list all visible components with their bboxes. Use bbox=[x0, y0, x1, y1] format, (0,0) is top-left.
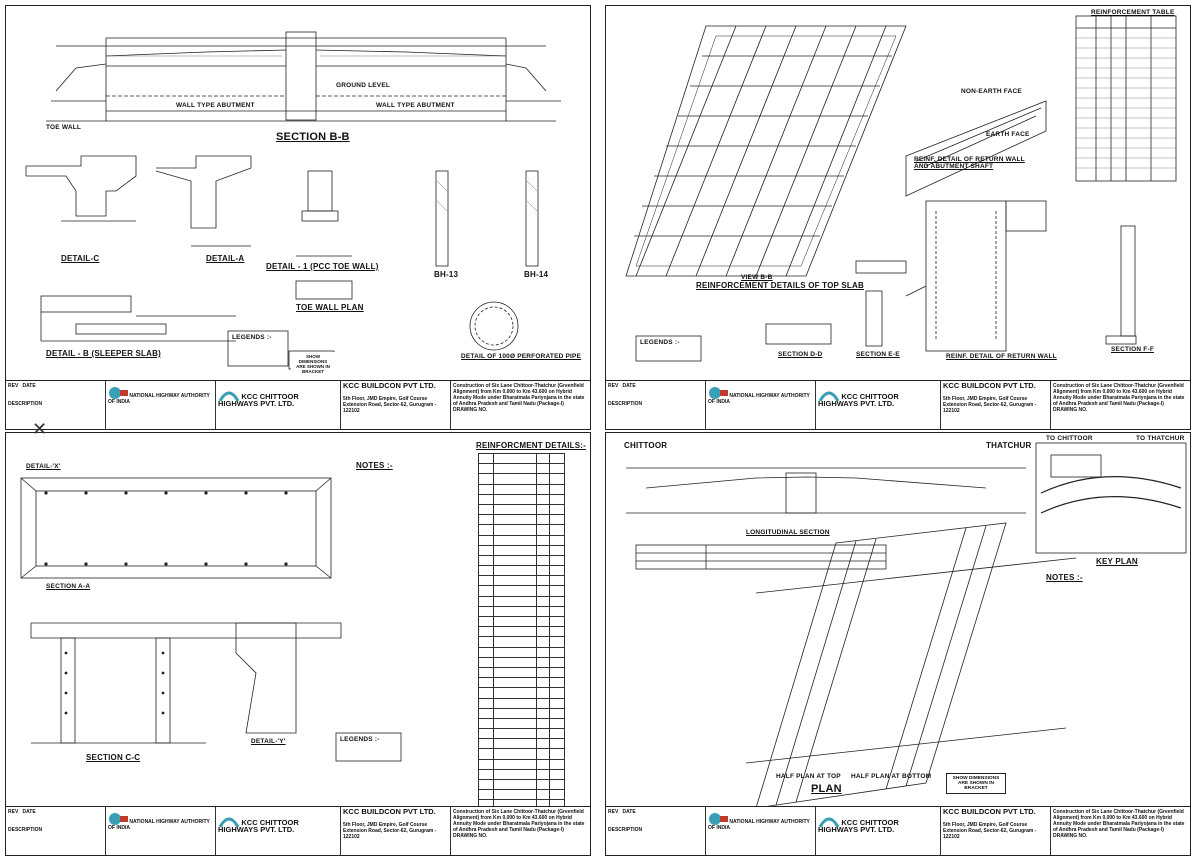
drawing-sheet-bottom-left: DETAIL-'X' SECTION A-A SECTION C-C DETAI… bbox=[5, 432, 591, 856]
wall-type-abutment-label-right: WALL TYPE ABUTMENT bbox=[376, 102, 455, 109]
detail-a-title: DETAIL-A bbox=[206, 254, 245, 263]
authority-cell-tr: NATIONAL HIGHWAY AUTHORITY OF INDIA bbox=[706, 381, 816, 429]
view-bb-title: VIEW B-B bbox=[741, 274, 773, 281]
authority-cell-br: NATIONAL HIGHWAY AUTHORITY OF INDIA bbox=[706, 807, 816, 855]
title-block: REV DATE DESCRIPTION NATIONAL HIGHWAY AU… bbox=[6, 380, 590, 429]
project-cell: Construction of Six Lane Chittoor-Thatch… bbox=[453, 383, 585, 413]
section-dd-title: SECTION D-D bbox=[778, 351, 823, 358]
title-block-br: REV DATE DESCRIPTION NATIONAL HIGHWAY AU… bbox=[606, 806, 1190, 855]
client-cell-tr: KCC CHITTOOR HIGHWAYS PVT. LTD. bbox=[816, 381, 941, 429]
revision-column: REV DATE DESCRIPTION bbox=[6, 381, 106, 429]
notes-title-br: NOTES :- bbox=[1046, 573, 1083, 582]
chittoor-label: CHITTOOR bbox=[624, 441, 668, 450]
kcc-logo-icon bbox=[218, 817, 240, 828]
kcc-logo-icon bbox=[818, 391, 840, 402]
title-block-bl: REV DATE DESCRIPTION NATIONAL HIGHWAY AU… bbox=[6, 806, 590, 855]
detail-b-title: DETAIL - B (SLEEPER SLAB) bbox=[46, 349, 161, 358]
return-wall-shaft-title: REINF. DETAIL OF RETURN WALL AND ABUTMEN… bbox=[914, 156, 1025, 170]
sheet-tl-linework bbox=[25, 31, 561, 370]
toe-wall-label: TOE WALL bbox=[46, 124, 82, 131]
section-aa-title: SECTION A-A bbox=[46, 583, 91, 590]
legends-label-bl: LEGENDS :- bbox=[340, 736, 380, 743]
notes-title-bl: NOTES :- bbox=[356, 461, 393, 470]
non-earth-face-label: NON-EARTH FACE bbox=[961, 88, 1022, 95]
top-slab-title: REINFORCEMENT DETAILS OF TOP SLAB bbox=[696, 281, 864, 290]
dims-note-br: SHOW DIMENSIONS ARE SHOWN IN BRACKET bbox=[946, 773, 1006, 794]
section-ee-title: SECTION E-E bbox=[856, 351, 900, 358]
perforated-pipe-title: DETAIL OF 100Ø PERFORATED PIPE bbox=[461, 353, 582, 360]
close-icon: ✕ bbox=[32, 419, 48, 439]
return-wall-title: REINF. DETAIL OF RETURN WALL bbox=[946, 353, 1057, 360]
drawing-sheet-top-right: REINFORCEMENT DETAILS OF TOP SLAB VIEW B… bbox=[605, 5, 1191, 430]
nhai-logo-icon bbox=[709, 813, 728, 825]
client-cell-br: KCC CHITTOOR HIGHWAYS PVT. LTD. bbox=[816, 807, 941, 855]
revision-column-tr: REV DATE DESCRIPTION bbox=[606, 381, 706, 429]
sheet-tr-linework bbox=[625, 15, 1177, 362]
authority-cell: NATIONAL HIGHWAY AUTHORITY OF INDIA bbox=[106, 381, 216, 429]
authority-cell-bl: NATIONAL HIGHWAY AUTHORITY OF INDIA bbox=[106, 807, 216, 855]
detail-x-title: DETAIL-'X' bbox=[26, 463, 61, 470]
thatchur-label: THATCHUR bbox=[986, 441, 1032, 450]
contractor-cell-br: KCC BUILDCON PVT LTD. 5th Floor, JMD Emp… bbox=[941, 807, 1051, 855]
nhai-logo-icon bbox=[709, 387, 728, 399]
sheet-br-linework bbox=[626, 442, 1187, 809]
detail-1-title: DETAIL - 1 (PCC TOE WALL) bbox=[266, 262, 379, 271]
longitudinal-section-title: LONGITUDINAL SECTION bbox=[746, 529, 830, 536]
key-plan-title: KEY PLAN bbox=[1096, 557, 1138, 566]
kcc-logo-icon bbox=[218, 391, 240, 402]
reinforcement-details-table bbox=[478, 452, 565, 811]
client-cell: KCC CHITTOOR HIGHWAYS PVT. LTD. bbox=[216, 381, 341, 429]
bh13-label: BH-13 bbox=[434, 270, 459, 279]
project-cell-bl: Construction of Six Lane Chittoor-Thatch… bbox=[453, 809, 585, 839]
toe-wall-plan-title: TOE WALL PLAN bbox=[296, 303, 364, 312]
ground-level-label: GROUND LEVEL bbox=[336, 82, 391, 89]
dims-note: SHOW DIMENSIONS ARE SHOWN IN BRACKET bbox=[291, 352, 335, 376]
revision-column-bl: REV DATE DESCRIPTION bbox=[6, 807, 106, 855]
title-block-tr: REV DATE DESCRIPTION NATIONAL HIGHWAY AU… bbox=[606, 380, 1190, 429]
contractor-cell-bl: KCC BUILDCON PVT LTD. 5th Floor, JMD Emp… bbox=[341, 807, 451, 855]
sheet-bl-linework bbox=[20, 477, 402, 762]
drawing-sheet-bottom-right: CHITTOOR THATCHUR TO CHITTOOR TO THATCHU… bbox=[605, 432, 1191, 856]
nhai-logo-icon bbox=[109, 387, 128, 399]
kcc-logo-icon bbox=[818, 817, 840, 828]
to-thatchur-label: TO THATCHUR bbox=[1136, 435, 1185, 442]
revision-column-br: REV DATE DESCRIPTION bbox=[606, 807, 706, 855]
section-bb-title: SECTION B-B bbox=[276, 131, 350, 143]
to-chittoor-label: TO CHITTOOR bbox=[1046, 435, 1093, 442]
project-cell-tr: Construction of Six Lane Chittoor-Thatch… bbox=[1053, 383, 1185, 413]
plan-title: PLAN bbox=[811, 783, 842, 795]
section-ff-title: SECTION F-F bbox=[1111, 346, 1155, 353]
client-cell-bl: KCC CHITTOOR HIGHWAYS PVT. LTD. bbox=[216, 807, 341, 855]
bh14-label: BH-14 bbox=[524, 270, 549, 279]
contractor-cell-tr: KCC BUILDCON PVT LTD. 5th Floor, JMD Emp… bbox=[941, 381, 1051, 429]
earth-face-label: EARTH FACE bbox=[986, 131, 1030, 138]
wall-type-abutment-label: WALL TYPE ABUTMENT bbox=[176, 102, 255, 109]
drawing-sheet-top-left: SECTION B-B WALL TYPE ABUTMENT WALL TYPE… bbox=[5, 5, 591, 430]
detail-y-title: DETAIL-'Y' bbox=[251, 738, 286, 745]
nhai-logo-icon bbox=[109, 813, 128, 825]
legends-label: LEGENDS :- bbox=[232, 334, 272, 341]
reinf-details-title: REINFORCMENT DETAILS:- bbox=[476, 441, 587, 450]
reinf-table-title: REINFORCEMENT TABLE bbox=[1091, 9, 1175, 16]
contractor-cell: KCC BUILDCON PVT LTD. 5th Floor, JMD Emp… bbox=[341, 381, 451, 429]
legends-label-tr: LEGENDS :- bbox=[640, 339, 680, 346]
half-plan-top-label: HALF PLAN AT TOP bbox=[776, 773, 841, 780]
project-cell-br: Construction of Six Lane Chittoor-Thatch… bbox=[1053, 809, 1185, 839]
detail-c-title: DETAIL-C bbox=[61, 254, 100, 263]
section-cc-title: SECTION C-C bbox=[86, 753, 141, 762]
half-plan-bottom-label: HALF PLAN AT BOTTOM bbox=[851, 773, 932, 780]
